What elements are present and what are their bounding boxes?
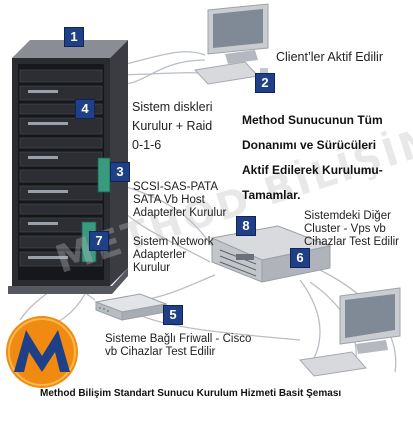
main-note: Method Sunucunun Tüm Donanımı ve Sürücül… <box>242 113 383 202</box>
diagram-caption: Method Bilişim Standart Sunucu Kurulum H… <box>40 388 342 399</box>
badge-7: 7 <box>89 231 109 251</box>
firewall-device <box>94 293 168 321</box>
client-monitor-top <box>193 3 269 85</box>
badge-3: 3 <box>110 162 130 182</box>
disks-label: Sistem diskleri Kurulur + Raid 0-1-6 <box>132 100 213 152</box>
adapter-card <box>97 157 111 193</box>
firewall-label: Sisteme Bağlı Friwall - Cisco vb Cihazla… <box>105 333 252 358</box>
badge-4: 4 <box>75 99 95 119</box>
badge-2: 2 <box>255 73 275 93</box>
network-label: Sistem Network Adapterler Kurulur <box>133 236 214 274</box>
badge-6: 6 <box>290 248 310 268</box>
company-logo <box>6 316 78 388</box>
client-monitor-bottom <box>299 287 401 377</box>
clients-label: Client’ler Aktif Edilir <box>276 50 383 64</box>
badge-1: 1 <box>64 27 84 47</box>
server-rack <box>8 40 128 294</box>
badge-8: 8 <box>236 216 256 236</box>
badge-5: 5 <box>163 305 183 325</box>
adapters-label: SCSI-SAS-PATA SATA Vb Host Adapterler Ku… <box>133 181 227 219</box>
cluster-label: Sistemdeki Diğer Cluster - Vps vb Cihazl… <box>304 210 400 248</box>
